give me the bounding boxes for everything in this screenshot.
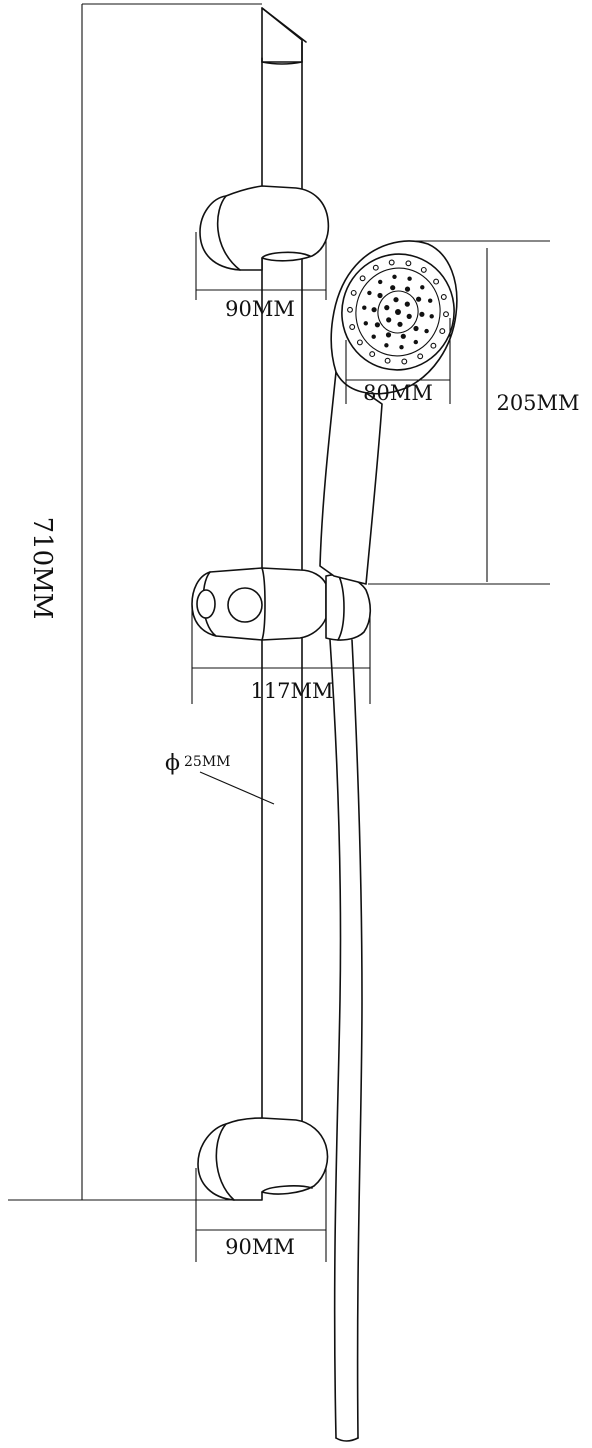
nozzle bbox=[377, 292, 383, 299]
rail-diameter-label: 25MM bbox=[184, 754, 230, 770]
nozzle bbox=[371, 307, 377, 313]
nozzle bbox=[413, 339, 418, 345]
diameter-leader-line bbox=[199, 771, 275, 805]
nozzle bbox=[440, 294, 447, 300]
dimension-total-height: 710MM bbox=[8, 3, 262, 1201]
nozzle bbox=[386, 317, 392, 323]
nozzle bbox=[406, 313, 412, 319]
nozzle bbox=[443, 311, 449, 318]
nozzle bbox=[433, 278, 440, 285]
head-height-label: 205MM bbox=[496, 391, 579, 415]
nozzle bbox=[404, 301, 410, 307]
nozzle bbox=[371, 334, 376, 339]
nozzle bbox=[384, 357, 391, 364]
nozzle bbox=[405, 260, 412, 267]
nozzle bbox=[416, 296, 422, 302]
nozzle bbox=[350, 289, 357, 296]
nozzle bbox=[372, 264, 379, 271]
nozzle bbox=[384, 305, 390, 311]
diameter-symbol-icon: ϕ bbox=[165, 751, 180, 776]
nozzle bbox=[363, 321, 368, 326]
nozzle bbox=[362, 305, 367, 310]
nozzle bbox=[374, 322, 380, 328]
nozzle bbox=[400, 333, 406, 339]
nozzle bbox=[430, 342, 437, 349]
bracket-bottom: 90MM bbox=[195, 1117, 329, 1262]
nozzle bbox=[397, 321, 403, 327]
nozzle bbox=[439, 328, 446, 335]
nozzle bbox=[399, 345, 404, 350]
nozzle bbox=[419, 311, 425, 317]
nozzle bbox=[393, 297, 399, 303]
bracket-bottom-width-label: 90MM bbox=[225, 1235, 295, 1259]
nozzle bbox=[390, 285, 396, 291]
nozzle bbox=[369, 351, 376, 358]
hand-shower-handle bbox=[319, 371, 383, 585]
slider-bracket: 117MM bbox=[191, 567, 372, 704]
hose-inner-line bbox=[351, 639, 363, 1439]
hose-outer-line bbox=[329, 639, 342, 1439]
bracket-top-width-label: 90MM bbox=[225, 297, 295, 321]
nozzle bbox=[349, 324, 356, 330]
nozzle bbox=[429, 314, 434, 319]
spray-face-inner bbox=[355, 267, 441, 357]
slider-clamp bbox=[325, 574, 372, 641]
slider-knob-hole bbox=[227, 587, 263, 623]
nozzle bbox=[424, 328, 429, 334]
bracket-top: 90MM bbox=[195, 185, 330, 321]
nozzle bbox=[404, 286, 411, 292]
nozzle bbox=[356, 339, 363, 346]
nozzle bbox=[385, 332, 392, 338]
nozzle bbox=[428, 298, 433, 303]
nozzle bbox=[407, 276, 412, 281]
nozzle bbox=[392, 274, 397, 279]
hose bbox=[329, 639, 363, 1442]
head-width-label: 80MM bbox=[363, 381, 433, 405]
dimension-rail-diameter: ϕ 25MM bbox=[165, 751, 275, 805]
total-height-label: 710MM bbox=[27, 517, 57, 620]
nozzle bbox=[417, 353, 424, 360]
bracket-top-body bbox=[199, 185, 330, 271]
nozzle bbox=[401, 358, 408, 365]
hand-shower: 80MM 205MM bbox=[319, 240, 580, 585]
spray-nozzles bbox=[347, 259, 449, 365]
nozzle bbox=[359, 275, 366, 282]
slider-width-label: 117MM bbox=[250, 679, 333, 703]
nozzle bbox=[413, 325, 419, 332]
nozzle bbox=[420, 266, 427, 273]
nozzle bbox=[384, 343, 389, 348]
nozzle bbox=[347, 306, 353, 313]
nozzle bbox=[420, 285, 425, 290]
bracket-bottom-body bbox=[197, 1117, 329, 1201]
nozzle bbox=[378, 279, 383, 285]
nozzle bbox=[388, 259, 395, 266]
nozzle bbox=[395, 309, 401, 315]
nozzle bbox=[367, 290, 372, 296]
